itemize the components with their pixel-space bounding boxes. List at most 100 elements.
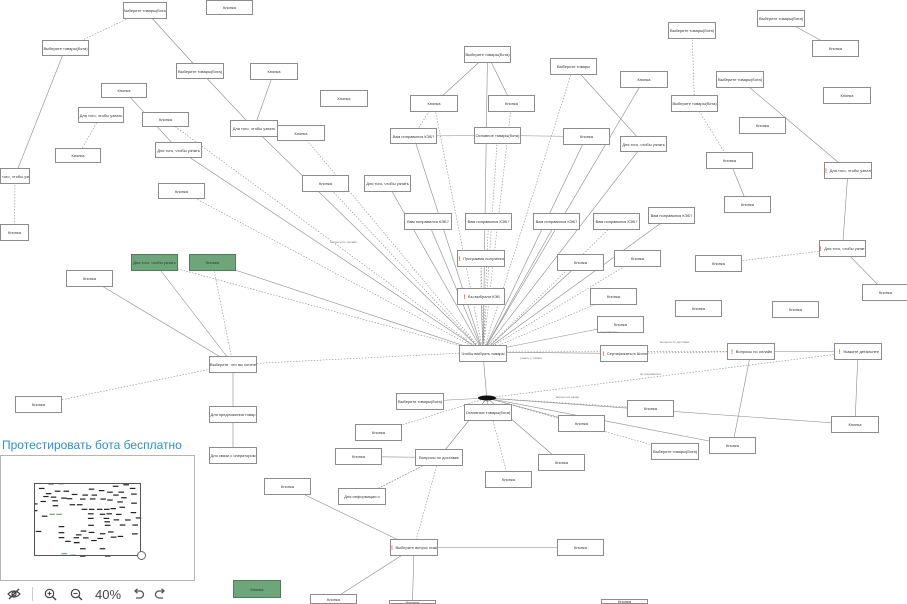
diagram-node[interactable]: Кнопка — [627, 400, 674, 417]
minimap-node — [80, 548, 86, 550]
diagram-node[interactable]: Кнопка — [320, 90, 368, 107]
diagram-node[interactable]: Кнопка — [142, 112, 189, 127]
diagram-node[interactable]: ❗Сертификаты в Шопе — [600, 345, 648, 362]
diagram-node[interactable]: Кнопка — [739, 117, 786, 134]
diagram-node[interactable]: Кнопка — [310, 594, 357, 604]
zoom-in-button[interactable] — [37, 584, 63, 604]
diagram-node[interactable]: ❗Укажите детальнее — [834, 343, 882, 360]
diagram-node[interactable]: Кнопка — [302, 175, 349, 192]
diagram-node[interactable]: Основные товары(бота) — [464, 404, 512, 421]
diagram-node[interactable]: Кнопка — [620, 71, 668, 88]
diagram-node[interactable]: Кнопка — [557, 254, 604, 271]
test-bot-free-link[interactable]: Протестировать бота бесплатно — [0, 438, 184, 452]
diagram-node[interactable]: Вам понравился КЭБ? — [593, 213, 640, 230]
diagram-node[interactable]: Кнопка — [675, 300, 722, 317]
diagram-node[interactable]: Кнопка — [862, 284, 907, 301]
diagram-node[interactable]: Кнопка — [557, 539, 604, 556]
diagram-node[interactable]: Для того, чтобы узнать — [620, 136, 667, 152]
diagram-node[interactable]: Кнопка — [158, 183, 205, 199]
diagram-edge — [199, 70, 255, 129]
diagram-node[interactable]: ❗Выберите вопрос ниже — [390, 539, 438, 556]
diagram-node[interactable]: Вам понравился КЭБ? — [465, 213, 512, 230]
diagram-node[interactable]: Кнопка — [355, 424, 402, 441]
diagram-node[interactable]: Выберите товары(бота) — [757, 10, 805, 27]
diagram-node[interactable]: Кнопка — [233, 580, 281, 598]
diagram-node[interactable]: Для того, чтобы узнать — [131, 254, 178, 271]
diagram-node[interactable]: Выберите товары(бота) — [651, 443, 699, 460]
diagram-node[interactable]: Выберите товары(бота) — [123, 2, 167, 19]
diagram-node[interactable]: Кнопка — [277, 125, 325, 141]
diagram-node[interactable]: Кнопка — [597, 316, 644, 333]
diagram-edge — [412, 547, 415, 603]
node-label: Кнопка — [71, 153, 85, 158]
diagram-node[interactable]: Для того, чтобы узнать — [364, 175, 411, 192]
diagram-node[interactable]: Кнопка — [724, 196, 771, 213]
diagram-node[interactable]: Выберите товары(бота) — [396, 393, 444, 410]
diagram-node[interactable]: Выберите товары(бота) — [176, 63, 224, 79]
diagram-node[interactable]: Кнопка — [823, 87, 871, 104]
diagram-node[interactable]: ❗Вопросы по онлайн — [727, 343, 775, 360]
diagram-node[interactable]: Для того, чтобы узнать — [230, 120, 278, 137]
diagram-node[interactable]: ❗Программа получения — [457, 250, 505, 267]
diagram-node[interactable]: Кнопка — [264, 478, 311, 495]
diagram-node[interactable]: Вам понравился КЭБ? — [390, 128, 437, 144]
diagram-node[interactable]: Кнопка — [558, 415, 605, 432]
undo-button[interactable] — [127, 584, 149, 604]
diagram-node[interactable]: Выберите товары — [550, 58, 597, 75]
minimap-node — [99, 513, 106, 515]
diagram-node[interactable]: Для предложения товар — [209, 406, 257, 423]
diagram-node[interactable]: Кнопка — [389, 600, 436, 604]
diagram-node[interactable]: ❗Для того, чтобы узнать — [819, 240, 866, 257]
diagram-node[interactable]: Выберите товары(бота) — [668, 22, 716, 39]
diagram-node[interactable]: Кнопка — [55, 148, 101, 163]
diagram-node[interactable]: Для связи с оператором — [209, 447, 257, 464]
diagram-node[interactable]: Выберите товары(бота) — [464, 46, 511, 63]
diagram-node[interactable]: Кнопка — [695, 255, 742, 272]
diagram-node[interactable]: Кнопка — [772, 301, 819, 318]
diagram-node[interactable]: Кнопка — [709, 437, 756, 454]
redo-button[interactable] — [149, 584, 171, 604]
diagram-node[interactable]: Кнопка — [0, 224, 29, 241]
diagram-node[interactable]: Кнопка — [538, 454, 585, 471]
diagram-node[interactable]: Кнопка — [563, 128, 610, 145]
diagram-node[interactable]: Для того, чтобы узнать — [78, 107, 124, 123]
diagram-node[interactable]: Выберите товары(бота) — [42, 40, 89, 56]
diagram-node[interactable]: Кнопка — [601, 599, 648, 604]
diagram-node[interactable]: Кнопка — [812, 40, 859, 57]
diagram-node[interactable]: Кнопка — [66, 270, 113, 287]
diagram-node[interactable]: Кнопка — [831, 416, 879, 433]
diagram-node[interactable]: Для того, чтобы узнать — [0, 168, 30, 184]
diagram-node[interactable]: Основное товары(бота) — [474, 127, 521, 144]
diagram-node[interactable]: Кнопка — [614, 250, 661, 267]
diagram-node[interactable]: Кнопка — [189, 254, 236, 271]
diagram-node[interactable]: Выберите товары(бота) — [716, 71, 764, 88]
zoom-out-button[interactable] — [63, 584, 89, 604]
diagram-node[interactable]: Кнопка — [15, 396, 62, 413]
minimap-viewport[interactable] — [34, 483, 141, 556]
diagram-node[interactable]: Кнопка — [335, 448, 382, 465]
diagram-node[interactable]: ❗Для того, чтобы узнать — [824, 162, 872, 179]
diagram-node[interactable]: Чтобы выбрать товары — [459, 345, 507, 362]
diagram-node[interactable]: Выберите товары(бота) — [671, 95, 718, 112]
diagram-node[interactable]: Вам понравился КЭБ? — [404, 213, 452, 230]
diagram-node[interactable]: Для того, чтобы узнать — [155, 142, 202, 158]
diagram-node[interactable]: Вам понравился КЭБ? — [648, 207, 695, 224]
diagram-node[interactable]: Кнопка — [590, 288, 637, 305]
hide-minimap-button[interactable] — [0, 584, 28, 604]
diagram-node[interactable]: Выберите, что вы хотите — [209, 356, 257, 373]
diagram-node[interactable]: Кнопка — [410, 95, 458, 112]
diagram-node[interactable]: Кнопка — [101, 83, 147, 98]
diagram-node[interactable]: Вам понравился КЭБ? — [533, 213, 580, 230]
diagram-node[interactable]: Вопросы по доставке — [415, 449, 463, 466]
diagram-node[interactable]: Кнопка — [488, 95, 535, 112]
diagram-node[interactable]: Кнопка — [485, 471, 532, 488]
diagram-node[interactable]: ❗Вы выбрали КЭБ — [457, 288, 505, 305]
diagram-node[interactable]: Кнопка — [706, 152, 753, 169]
minimap[interactable] — [0, 455, 195, 581]
node-label: Выберите товары(бота) — [177, 68, 223, 74]
minimap-resize-handle[interactable] — [137, 551, 146, 560]
diagram-node[interactable]: Кнопка — [250, 63, 298, 80]
diagram-node[interactable]: Для информации о — [338, 488, 386, 505]
diagram-node[interactable]: Кнопка — [206, 0, 253, 15]
